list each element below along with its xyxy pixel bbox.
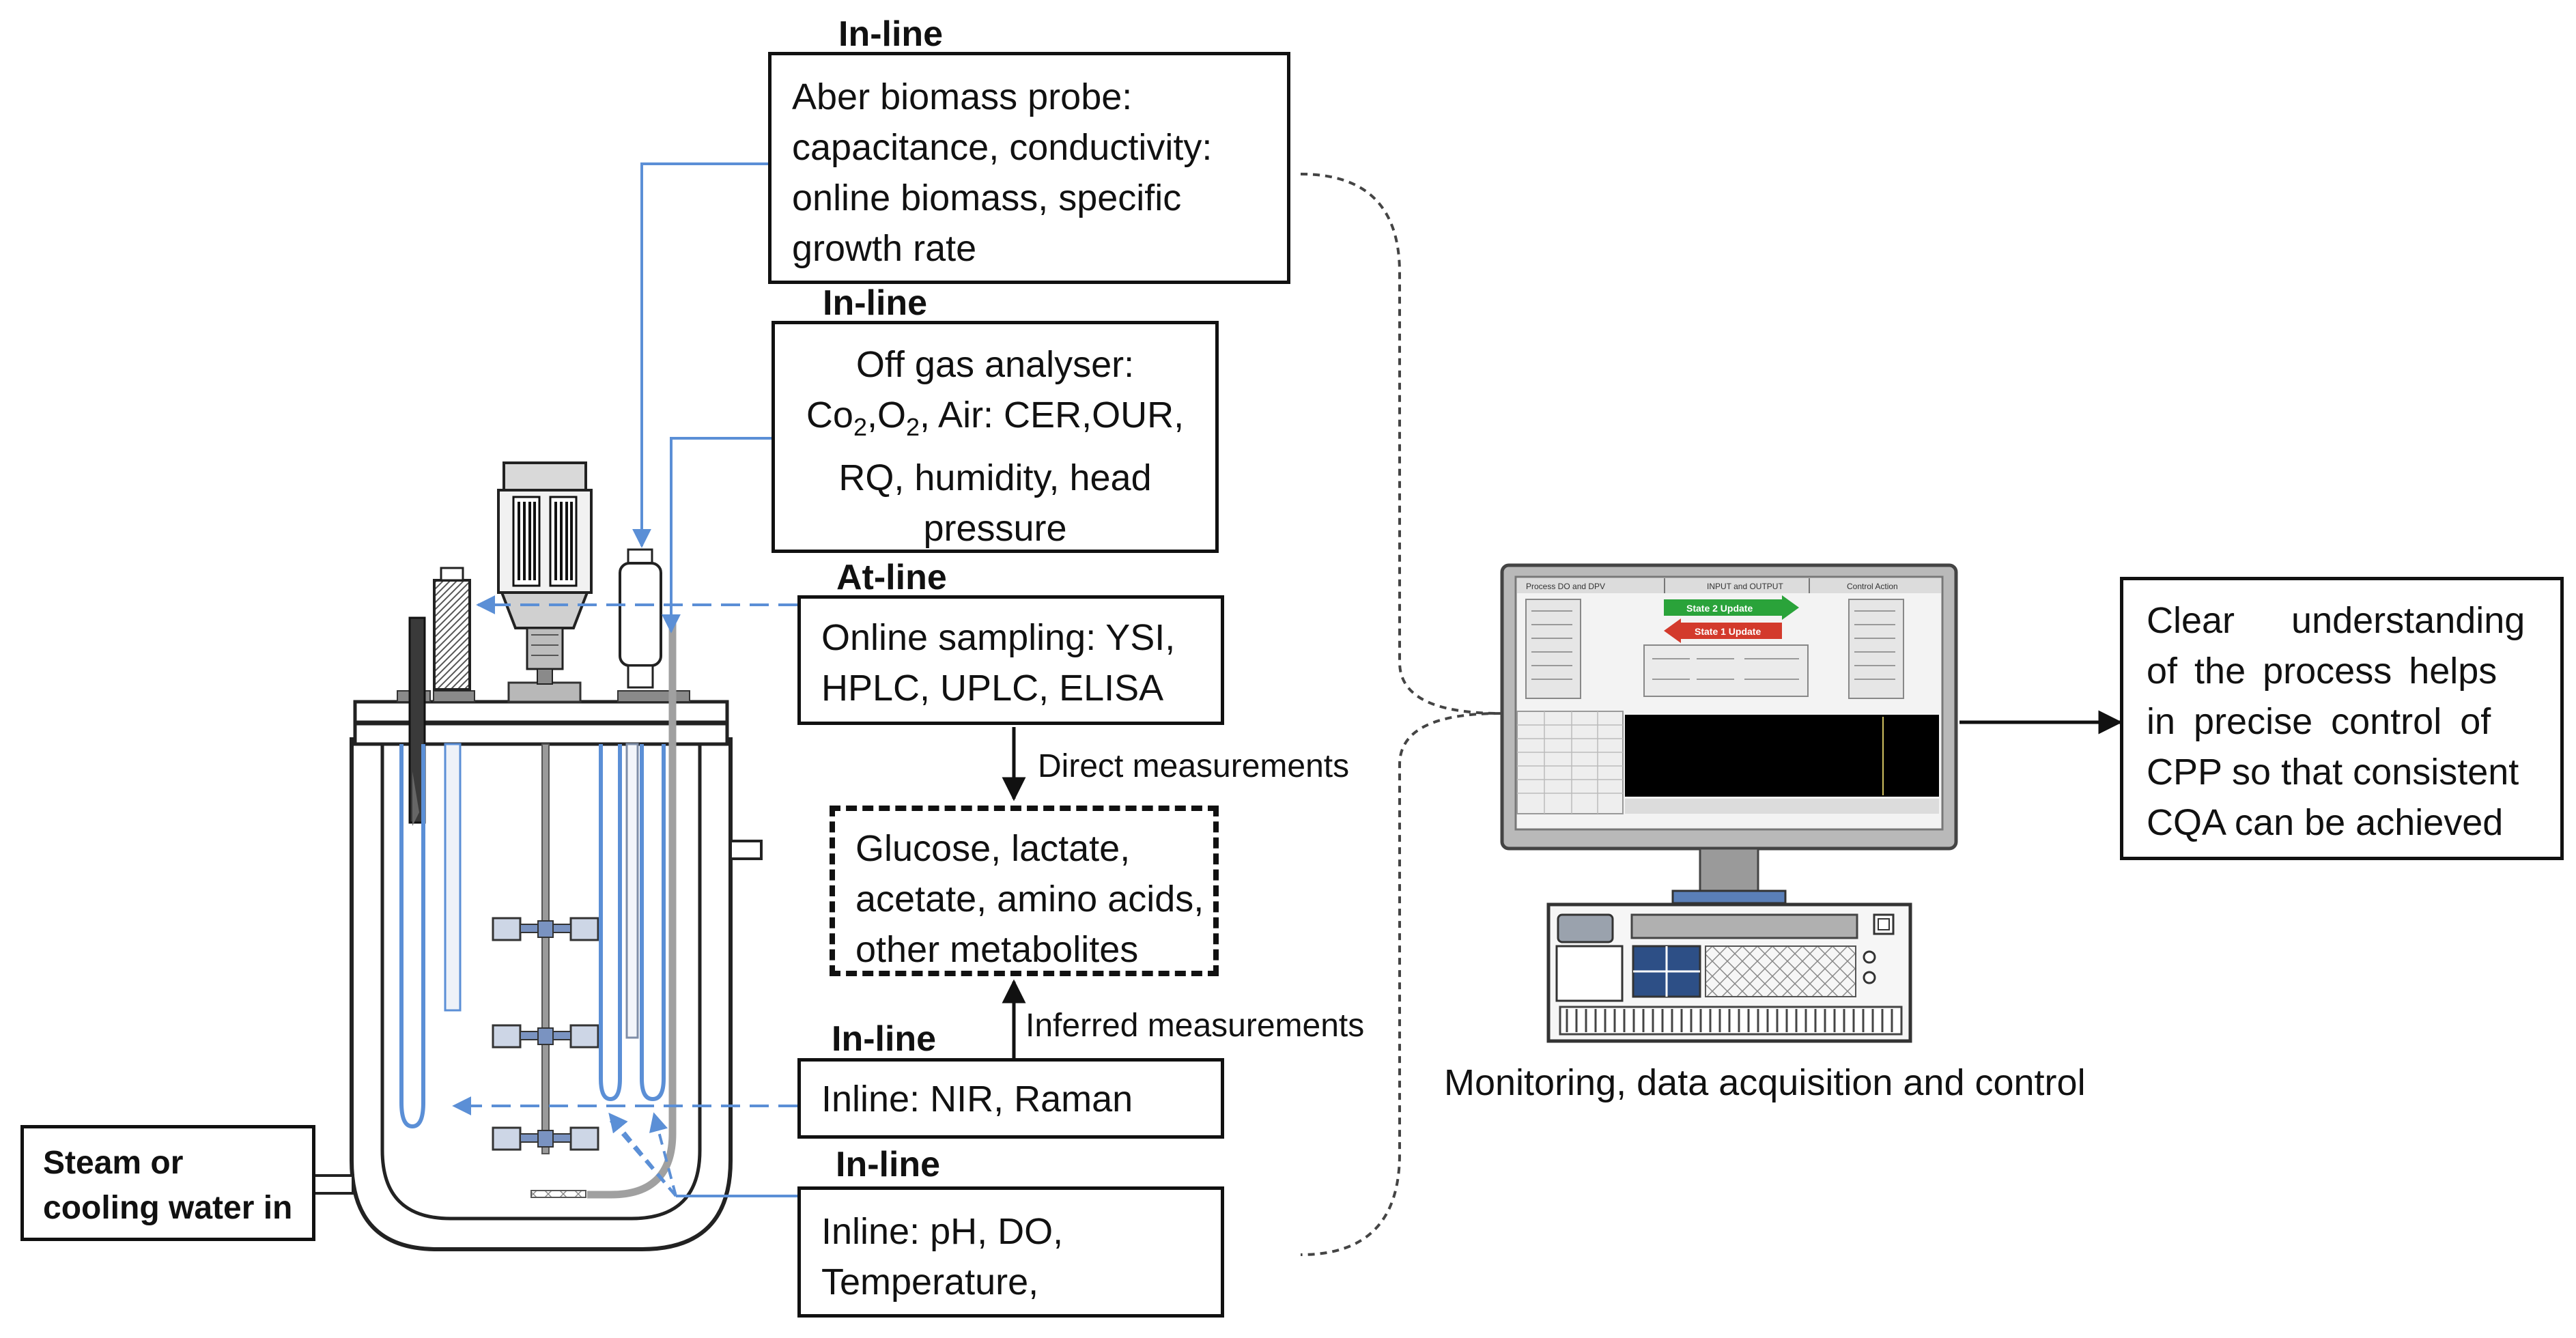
node-sampling-line-1: Online sampling: YSI,: [821, 617, 1176, 658]
port-collar: [433, 690, 475, 702]
node-ph-line-2: Temperature,: [821, 1262, 1039, 1303]
node-offgas-line-2: Co2,O2, Air: CER,OUR,: [806, 395, 1185, 441]
impeller: [492, 917, 599, 941]
biomass-probe-head: [619, 548, 662, 689]
node-offgas-line-1: Off gas analyser:: [855, 344, 1135, 385]
node-biomass-line-4: growth rate: [792, 228, 977, 269]
svg-text:State 2 Update: State 2 Update: [1686, 603, 1753, 614]
sparger: [530, 1190, 586, 1198]
monitor-foot: [1671, 889, 1787, 905]
svg-text:State 1 Update: State 1 Update: [1695, 626, 1761, 637]
monitor-tab-3: Control Action: [1847, 582, 1898, 591]
node-biomass-probe: Aber biomass probe: capacitance, conduct…: [768, 52, 1290, 284]
node-sampling-line-2: HPLC, UPLC, ELISA: [821, 668, 1164, 709]
edge-biomass-to-probe: [632, 162, 768, 548]
node-cqa-line-3: in precise control of: [2147, 701, 2491, 742]
node-metabolites: Glucose, lactate, acetate, amino acids, …: [830, 806, 1219, 976]
node-cqa-line-2: of the process helps: [2147, 651, 2497, 692]
node-online-sampling: Online sampling: YSI, HPLC, UPLC, ELISA: [797, 595, 1224, 725]
node-nir-raman: Inline: NIR, Raman: [797, 1058, 1224, 1139]
monitor-chart: [1625, 715, 1939, 797]
dark-probe: [408, 616, 426, 824]
node-nir-text: Inline: NIR, Raman: [821, 1079, 1133, 1120]
node-cqa-outcome: Clear understanding of the process helps…: [2120, 577, 2564, 860]
node-metabolites-line-1: Glucose, lactate,: [855, 828, 1131, 869]
node-steam-cooling: Steam or cooling water in: [20, 1125, 315, 1241]
edge-label-inferred: Inferred measurements: [1025, 1008, 1365, 1044]
stage-label-biomass: In-line: [838, 14, 944, 54]
edge-offgas-to-headspace: [662, 437, 772, 634]
bioreactor: [313, 461, 763, 1251]
exhaust-filter-cap: [440, 567, 464, 582]
node-cqa-line-5: CQA can be achieved: [2147, 802, 2504, 843]
impeller: [492, 1126, 599, 1151]
vessel-inner-wall: [380, 744, 702, 1221]
inner-probe: [625, 743, 639, 1039]
node-biomass-line-2: capacitance, conductivity:: [792, 127, 1213, 168]
dip-tube-left: [399, 744, 425, 1129]
stage-label-sampling: At-line: [836, 558, 947, 597]
stage-label-offgas: In-line: [823, 283, 928, 323]
monitor-caption: Monitoring, data acquisition and control: [1444, 1062, 2086, 1103]
node-ph-line-1: Inline: pH, DO,: [821, 1211, 1064, 1252]
monitor-tab-2: INPUT and OUTPUT: [1707, 582, 1783, 591]
dark-probe-tip: [412, 771, 419, 826]
stage-label-ph: In-line: [836, 1145, 941, 1184]
impeller: [492, 1024, 599, 1049]
dip-tube-mid: [599, 744, 622, 1102]
node-metabolites-line-3: other metabolites: [855, 929, 1139, 970]
sparge-pipe: [587, 621, 677, 1199]
baffle-tube: [444, 743, 462, 1012]
node-cqa-line-1: Clear understanding: [2147, 600, 2525, 641]
node-steam-line-2: cooling water in: [43, 1190, 293, 1226]
state-2-arrow: [1664, 595, 1799, 620]
port-collar: [617, 690, 690, 702]
edge-label-direct: Direct measurements: [1038, 748, 1350, 784]
node-offgas-line-4: pressure: [923, 507, 1067, 549]
agitator-shaft: [541, 743, 550, 1154]
node-biomass-line-3: online biomass, specific: [792, 177, 1182, 218]
stage-label-nir: In-line: [832, 1019, 937, 1059]
vessel-side-port: [729, 840, 763, 860]
dip-tube-right: [640, 744, 666, 1102]
port-collar: [507, 681, 582, 703]
node-offgas-analyser: Off gas analyser: Co2,O2, Air: CER,OUR, …: [772, 321, 1219, 553]
node-steam-line-1: Steam or: [43, 1145, 184, 1181]
node-metabolites-line-2: acetate, amino acids,: [855, 879, 1204, 920]
node-ph-do-temperature: Inline: pH, DO, Temperature,: [797, 1186, 1224, 1318]
node-offgas-line-3: RQ, humidity, head: [838, 457, 1152, 498]
edge-ph-branch-b: [649, 1112, 677, 1197]
node-biomass-line-1: Aber biomass probe:: [792, 76, 1133, 117]
monitor-neck: [1699, 847, 1759, 892]
agitator-motor: [497, 461, 593, 685]
vessel-outer-wall: [350, 737, 733, 1251]
state-1-arrow: [1664, 618, 1782, 643]
monitor-tab-1: Process DO and DPV: [1526, 582, 1605, 591]
exhaust-filter: [433, 579, 471, 691]
computer-workstation: Process DO and DPV INPUT and OUTPUT Cont…: [1500, 563, 1958, 1043]
node-cqa-line-4: CPP so that consistent: [2147, 752, 2519, 793]
steam-inlet-port: [313, 1174, 354, 1195]
